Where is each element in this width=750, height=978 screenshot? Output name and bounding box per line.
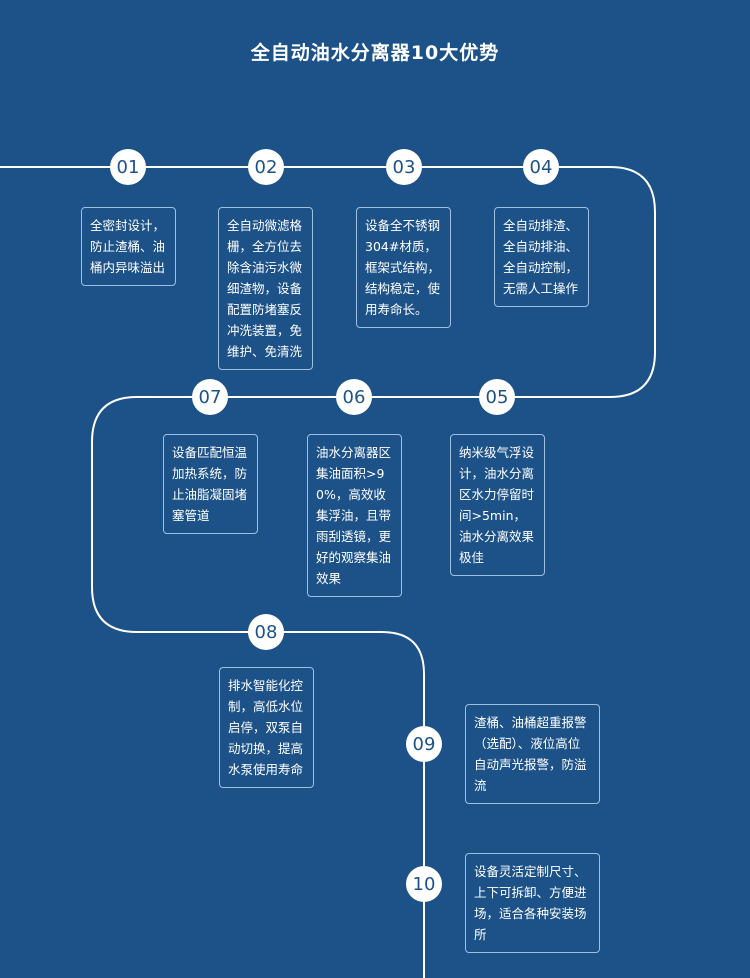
step-number-01: 01 [110,149,146,185]
step-number-09: 09 [406,726,442,762]
step-number-07: 07 [192,379,228,415]
step-card-04: 全自动排渣、全自动排油、全自动控制，无需人工操作 [494,207,589,307]
step-number-10: 10 [406,866,442,902]
step-card-10: 设备灵活定制尺寸、上下可拆卸、方便进场，适合各种安装场所 [465,853,600,953]
step-card-01: 全密封设计，防止渣桶、油桶内异味溢出 [81,207,176,286]
step-card-09: 渣桶、油桶超重报警（选配）、液位高位自动声光报警，防溢流 [465,704,600,804]
step-number-06: 06 [336,379,372,415]
step-number-04: 04 [523,149,559,185]
step-card-06: 油水分离器区集油面积>90%，高效收集浮油，且带雨刮透镜，更好的观察集油效果 [307,434,402,597]
step-card-05: 纳米级气浮设计，油水分离区水力停留时间>5min，油水分离效果极佳 [450,434,545,576]
step-number-08: 08 [248,614,284,650]
step-card-02: 全自动微滤格栅，全方位去除含油污水微细渣物，设备配置防堵塞反冲洗装置，免维护、免… [218,207,313,370]
page-title: 全自动油水分离器10大优势 [250,42,500,64]
step-number-03: 03 [386,149,422,185]
step-number-02: 02 [248,149,284,185]
step-card-08: 排水智能化控制，高低水位启停，双泵自动切换，提高水泵使用寿命 [219,667,314,788]
step-card-03: 设备全不锈钢304#材质，框架式结构，结构稳定，使用寿命长。 [356,207,451,328]
step-number-05: 05 [479,379,515,415]
step-card-07: 设备匹配恒温加热系统，防止油脂凝固堵塞管道 [163,434,258,534]
